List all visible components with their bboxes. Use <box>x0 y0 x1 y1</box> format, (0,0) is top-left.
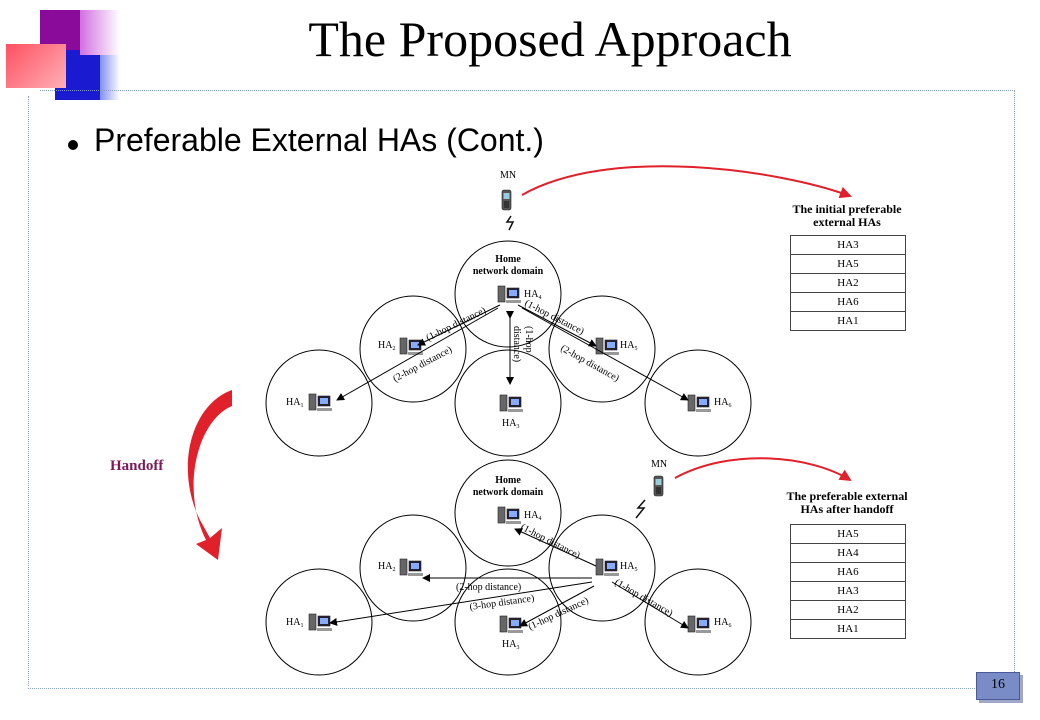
handoff-label: Handoff <box>110 458 164 474</box>
page-number: 16 <box>991 677 1005 692</box>
bottom-ha3-computer-icon <box>499 615 524 634</box>
frame-line-top <box>40 90 1015 91</box>
top-edge-label-ha3-line2: distance) <box>511 326 522 362</box>
handoff-arrow-icon <box>187 390 232 560</box>
top-red-arrow <box>521 165 852 199</box>
table-cell: HA6 <box>790 562 906 582</box>
top-ha4-computer-icon <box>497 285 522 304</box>
top-table-title-line1: The initial preferable <box>792 202 902 216</box>
top-ha2-label: HA2 <box>378 340 395 352</box>
bottom-edge-ha5-ha4 <box>514 528 597 567</box>
table-row: HA3 <box>790 581 906 601</box>
top-circle-ha3 <box>454 349 562 457</box>
bottom-home-label-2: network domain <box>473 487 544 498</box>
table-cell: HA4 <box>790 543 906 563</box>
corner-deco-lightblue <box>100 55 120 100</box>
top-preferable-ha-table: HA3 HA5 HA2 HA6 HA1 <box>790 235 906 331</box>
top-edge-ha4-ha6 <box>521 307 689 401</box>
corner-deco-red <box>6 44 66 88</box>
frame-line-left <box>28 96 29 686</box>
bottom-ha6-computer-icon <box>687 615 712 634</box>
slide-title: The Proposed Approach <box>308 11 792 67</box>
top-ha3-label: HA3 <box>502 418 519 430</box>
bottom-table-title-line2: HAs after handoff <box>800 502 894 516</box>
bottom-network: Home network domain HA4 HA2 HA5 HA1 HA3 … <box>265 457 852 676</box>
top-table-title-line2: external HAs <box>813 215 881 229</box>
table-cell: HA6 <box>790 292 906 312</box>
bottom-edge-ha5-ha3 <box>519 585 595 627</box>
bullet-dot-icon <box>68 140 78 150</box>
bottom-edge-label-ha2: (2-hop distance) <box>456 582 521 593</box>
top-table-title: The initial preferable external HAs <box>767 203 927 229</box>
bottom-ha5-label: HA5 <box>620 561 637 573</box>
table-cell: HA3 <box>790 235 906 255</box>
top-ha5-label: HA5 <box>620 340 637 352</box>
top-ha1-label: HA1 <box>286 397 303 409</box>
table-row: HA3 <box>790 235 906 255</box>
top-ha3-computer-icon <box>499 394 524 413</box>
top-ha6-label: HA6 <box>714 397 731 409</box>
table-row: HA4 <box>790 543 906 563</box>
table-cell: HA1 <box>790 311 906 331</box>
table-row: HA2 <box>790 600 906 620</box>
bullet-text: Preferable External HAs (Cont.) <box>94 122 544 158</box>
top-wireless-bolt-icon <box>505 215 515 231</box>
table-cell: HA2 <box>790 600 906 620</box>
bottom-mn-phone-icon <box>653 475 664 497</box>
bottom-edge-ha5-ha1 <box>329 581 593 626</box>
table-cell: HA5 <box>790 524 906 544</box>
top-edge-ha4-ha1 <box>336 307 499 401</box>
bottom-ha4-label: HA4 <box>524 510 541 522</box>
corner-deco-purple <box>40 10 80 50</box>
top-edge-ha4-ha5 <box>517 304 597 347</box>
bottom-wireless-bolt-icon <box>635 499 646 519</box>
bottom-ha1-label: HA1 <box>286 617 303 629</box>
top-home-label-1: Home <box>495 254 521 265</box>
bottom-circle-ha3 <box>454 568 562 676</box>
table-cell: HA1 <box>790 619 906 639</box>
top-mn-label: MN <box>500 170 516 181</box>
frame-line-bottom <box>28 688 1015 689</box>
table-cell: HA5 <box>790 254 906 274</box>
bottom-home-label-1: Home <box>495 475 521 486</box>
bottom-ha1-computer-icon <box>308 613 333 632</box>
top-edge-ha4-ha2 <box>417 304 501 346</box>
bottom-ha6-label: HA6 <box>714 617 731 629</box>
bottom-ha2-computer-icon <box>399 558 424 577</box>
frame-line-right <box>1014 90 1015 690</box>
bottom-ha3-label: HA3 <box>502 639 519 651</box>
table-cell: HA2 <box>790 273 906 293</box>
table-cell: HA3 <box>790 581 906 601</box>
bottom-red-arrow <box>674 457 852 482</box>
table-row: HA1 <box>790 311 906 331</box>
corner-deco-pink <box>80 10 120 55</box>
bottom-ha2-label: HA2 <box>378 561 395 573</box>
top-network: Home network domain HA4 HA2 HA5 HA1 HA3 … <box>265 165 852 457</box>
bottom-ha5-computer-icon <box>595 558 620 577</box>
top-mn-phone-icon <box>501 189 512 211</box>
table-row: HA5 <box>790 524 906 544</box>
table-row: HA6 <box>790 562 906 582</box>
bottom-edge-ha5-ha6 <box>611 581 689 629</box>
table-row: HA6 <box>790 292 906 312</box>
bottom-mn-label: MN <box>651 459 667 470</box>
bottom-table-title: The preferable external HAs after handof… <box>767 490 927 516</box>
table-row: HA1 <box>790 619 906 639</box>
top-ha5-computer-icon <box>595 337 620 356</box>
top-ha6-computer-icon <box>687 394 712 413</box>
table-row: HA2 <box>790 273 906 293</box>
top-edge-label-ha3-line1: (1-hop <box>523 326 534 353</box>
bottom-ha4-computer-icon <box>497 506 522 525</box>
top-ha1-computer-icon <box>308 393 333 412</box>
top-ha4-label: HA4 <box>524 289 541 301</box>
bottom-table-title-line1: The preferable external <box>786 489 908 503</box>
page-number-badge: 16 <box>976 672 1020 700</box>
top-home-label-2: network domain <box>473 266 544 277</box>
table-row: HA5 <box>790 254 906 274</box>
bottom-preferable-ha-table: HA5 HA4 HA6 HA3 HA2 HA1 <box>790 524 906 639</box>
